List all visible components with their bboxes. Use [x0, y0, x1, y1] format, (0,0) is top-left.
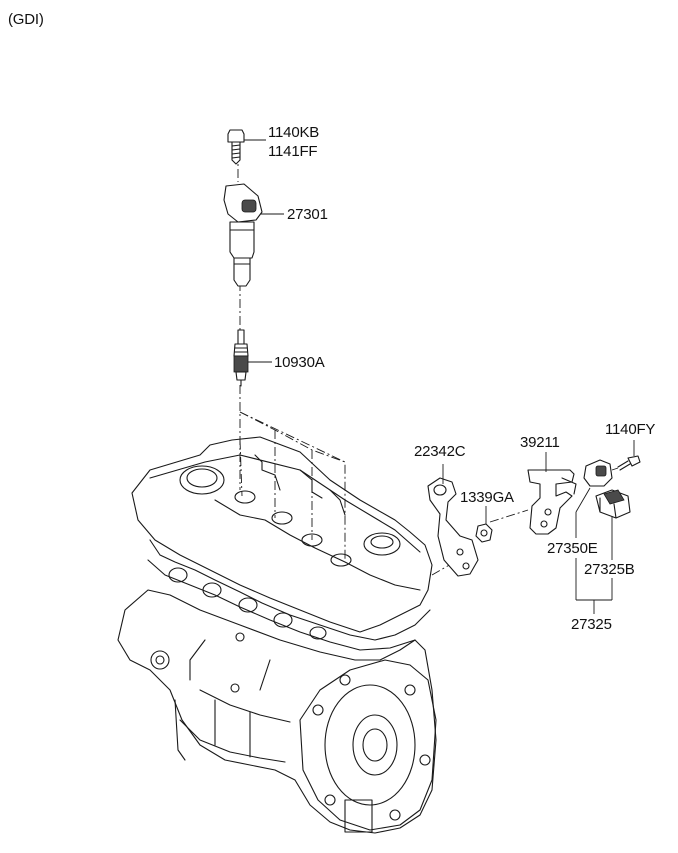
ignition-coil-icon	[223, 183, 263, 287]
screw-icon	[617, 455, 641, 471]
nut-icon	[475, 523, 493, 543]
bolt-icon	[227, 129, 245, 165]
engine-block-drawing	[117, 436, 437, 834]
leader-lines	[244, 139, 635, 614]
part-label-screw: 1140FY	[605, 421, 656, 438]
part-label-bolt-b: 1141FF	[268, 143, 318, 160]
part-label-bracket-left: 22342C	[414, 443, 466, 460]
part-label-spark-plug: 10930A	[274, 354, 325, 371]
part-label-connector: 27325B	[584, 561, 635, 578]
variant-label: (GDI)	[8, 11, 44, 28]
spark-plug-icon	[233, 329, 249, 387]
part-label-bolt-a: 1140KB	[268, 124, 320, 141]
part-label-nut: 1339GA	[460, 489, 514, 506]
part-label-ignition-coil: 27301	[287, 206, 328, 223]
connector-icon	[595, 489, 631, 519]
sensor-icon	[583, 459, 619, 487]
part-label-bracket-right: 39211	[520, 434, 560, 451]
bracket-22342c-icon	[427, 477, 479, 577]
bracket-39211-icon	[527, 469, 577, 535]
part-label-sensor-assembly: 27325	[571, 616, 612, 633]
part-label-sensor: 27350E	[547, 540, 598, 557]
